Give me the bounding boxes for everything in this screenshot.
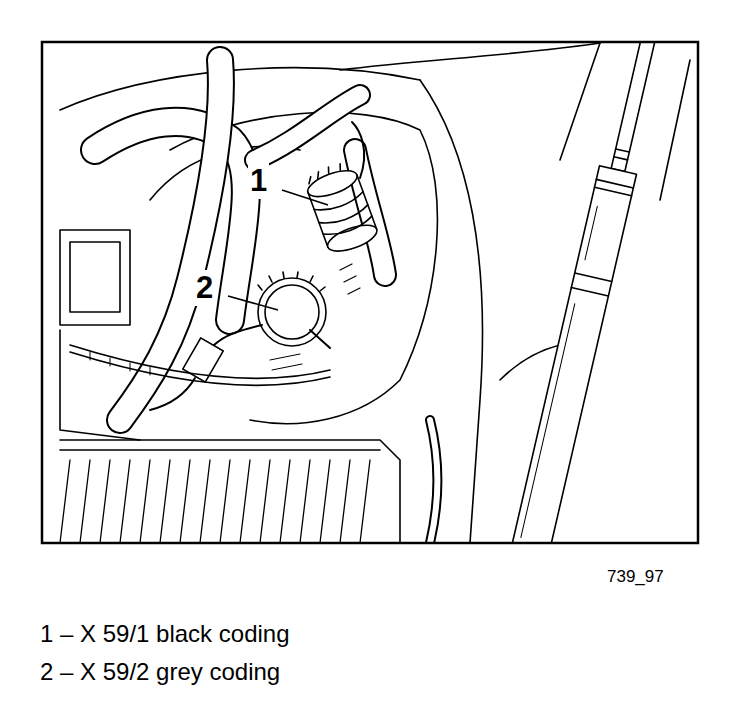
- key-line: 1 – X 59/1 black coding: [40, 620, 290, 648]
- leader-line: [282, 190, 328, 205]
- callout-number: 1: [248, 163, 269, 199]
- figure-number: 739_97: [607, 567, 664, 587]
- callout-number: 2: [194, 270, 215, 306]
- figure-frame: [42, 42, 698, 543]
- key-line: 2 – X 59/2 grey coding: [40, 658, 280, 686]
- leader-line: [228, 296, 278, 310]
